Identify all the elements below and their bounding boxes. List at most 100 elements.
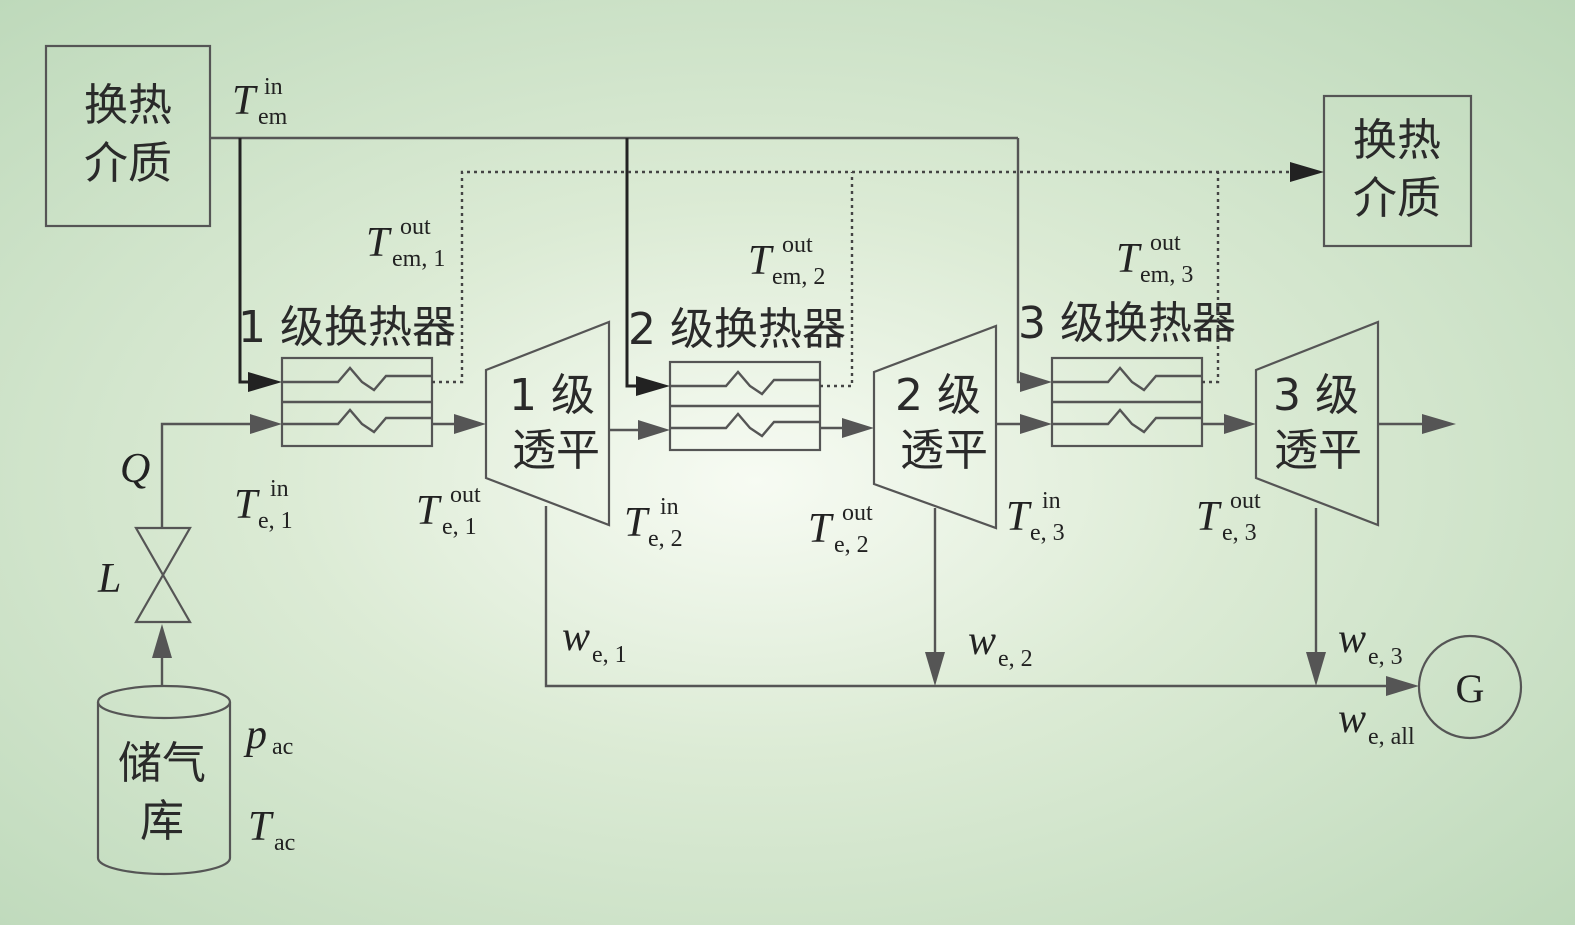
svg-text:T: T bbox=[1196, 494, 1222, 540]
hx1-label: 1 级换热器 bbox=[238, 302, 456, 353]
svg-text:e, 1: e, 1 bbox=[592, 642, 627, 668]
svg-text:T: T bbox=[1006, 494, 1032, 540]
air-arrow-hx3 bbox=[1020, 414, 1052, 434]
svg-text:em, 1: em, 1 bbox=[392, 246, 445, 272]
svg-text:e, 2: e, 2 bbox=[834, 532, 869, 558]
medium-outlet-line2: 介质 bbox=[1353, 173, 1441, 224]
svg-text:L: L bbox=[97, 556, 121, 602]
heat-exchanger-2 bbox=[668, 360, 822, 452]
svg-text:T: T bbox=[416, 488, 442, 534]
svg-text:out: out bbox=[1150, 230, 1181, 256]
label-T-e1-in: T in e, 1 bbox=[234, 476, 293, 534]
medium-outlet-arrow bbox=[1290, 162, 1324, 182]
svg-text:e, 3: e, 3 bbox=[1368, 644, 1403, 670]
label-T-em-in: T in em bbox=[232, 74, 288, 130]
svg-text:T: T bbox=[1116, 236, 1142, 282]
svg-text:out: out bbox=[842, 500, 873, 526]
svg-text:p: p bbox=[243, 712, 267, 758]
storage-label-line2: 库 bbox=[140, 796, 184, 847]
medium-outlet-line1: 换热 bbox=[1353, 115, 1441, 166]
label-T-ac: T ac bbox=[248, 804, 295, 856]
medium-inlet-box bbox=[44, 44, 212, 228]
label-T-e1-out: T out e, 1 bbox=[416, 482, 481, 540]
air-arrow-hx1 bbox=[250, 414, 282, 434]
svg-text:T: T bbox=[248, 804, 274, 850]
throttle-valve bbox=[134, 526, 192, 624]
svg-text:ac: ac bbox=[274, 830, 295, 856]
work-arrow-3 bbox=[1306, 652, 1326, 686]
medium-arrow-3 bbox=[1020, 372, 1052, 392]
generator bbox=[1417, 634, 1523, 740]
turbine-3-line1: 3 级 bbox=[1273, 370, 1359, 421]
svg-text:e, 1: e, 1 bbox=[442, 514, 477, 540]
svg-text:out: out bbox=[782, 232, 813, 258]
label-T-e3-out: T out e, 3 bbox=[1196, 488, 1261, 546]
svg-text:out: out bbox=[1230, 488, 1261, 514]
label-w-e2: w e, 2 bbox=[968, 618, 1033, 672]
svg-text:e, 2: e, 2 bbox=[648, 526, 683, 552]
generator-label: G bbox=[1456, 666, 1485, 711]
svg-text:T: T bbox=[232, 78, 258, 124]
label-T-e3-in: T in e, 3 bbox=[1006, 488, 1065, 546]
label-w-eall: w e, all bbox=[1338, 696, 1415, 750]
svg-text:ac: ac bbox=[272, 734, 293, 760]
medium-return-3 bbox=[1202, 172, 1220, 384]
medium-return-1 bbox=[432, 170, 1292, 384]
heat-exchanger-3 bbox=[1050, 356, 1204, 448]
medium-arrow-2 bbox=[636, 376, 670, 396]
label-L: L bbox=[97, 556, 121, 602]
label-T-em1-out: T out em, 1 bbox=[366, 214, 445, 272]
svg-text:T: T bbox=[748, 238, 774, 284]
heat-exchanger-1 bbox=[280, 356, 434, 448]
medium-outlet-box bbox=[1322, 94, 1473, 248]
label-w-e1: w e, 1 bbox=[562, 614, 627, 668]
svg-text:T: T bbox=[624, 500, 650, 546]
medium-arrow-1 bbox=[248, 372, 282, 392]
label-w-e3: w e, 3 bbox=[1338, 616, 1403, 670]
svg-text:in: in bbox=[270, 476, 289, 502]
svg-text:em, 3: em, 3 bbox=[1140, 262, 1193, 288]
air-arrow-turbine2 bbox=[842, 418, 874, 438]
hx2-label: 2 级换热器 bbox=[628, 304, 846, 355]
medium-supply-1 bbox=[238, 138, 250, 384]
label-T-e2-in: T in e, 2 bbox=[624, 494, 683, 552]
air-arrow-turbine3 bbox=[1224, 414, 1256, 434]
storage-tank bbox=[96, 684, 232, 876]
turbine-3 bbox=[1254, 320, 1380, 527]
hx3-label: 3 级换热器 bbox=[1018, 298, 1236, 349]
svg-text:e, 1: e, 1 bbox=[258, 508, 293, 534]
svg-text:Q: Q bbox=[120, 446, 150, 492]
svg-text:w: w bbox=[1338, 616, 1366, 662]
svg-text:e, 2: e, 2 bbox=[998, 646, 1033, 672]
svg-text:w: w bbox=[1338, 696, 1366, 742]
medium-supply-2 bbox=[625, 138, 638, 388]
svg-text:em, 2: em, 2 bbox=[772, 264, 825, 290]
turbine-2 bbox=[872, 324, 998, 530]
svg-text:out: out bbox=[400, 214, 431, 240]
svg-text:w: w bbox=[562, 614, 590, 660]
label-T-e2-out: T out e, 2 bbox=[808, 500, 873, 558]
svg-text:e, 3: e, 3 bbox=[1030, 520, 1065, 546]
svg-text:T: T bbox=[366, 220, 392, 266]
turbine-1-line2: 透平 bbox=[512, 425, 600, 476]
svg-text:out: out bbox=[450, 482, 481, 508]
turbine-3-line2: 透平 bbox=[1274, 425, 1362, 476]
label-T-em3-out: T out em, 3 bbox=[1116, 230, 1193, 288]
svg-text:in: in bbox=[264, 74, 283, 100]
turbine-2-line1: 2 级 bbox=[895, 370, 981, 421]
label-Q: Q bbox=[120, 446, 150, 492]
work-line-1 bbox=[544, 506, 1388, 688]
valve-to-hx1-line bbox=[160, 422, 252, 528]
svg-text:w: w bbox=[968, 618, 996, 664]
svg-text:T: T bbox=[808, 506, 834, 552]
exhaust-arrow bbox=[1422, 414, 1456, 434]
svg-text:e, 3: e, 3 bbox=[1222, 520, 1257, 546]
storage-to-valve-arrow bbox=[152, 624, 172, 658]
label-p-ac: p ac bbox=[243, 712, 293, 760]
air-arrow-turbine1 bbox=[454, 414, 486, 434]
turbine-2-line2: 透平 bbox=[900, 425, 988, 476]
svg-text:em: em bbox=[258, 104, 288, 130]
medium-inlet-line2: 介质 bbox=[84, 138, 172, 189]
